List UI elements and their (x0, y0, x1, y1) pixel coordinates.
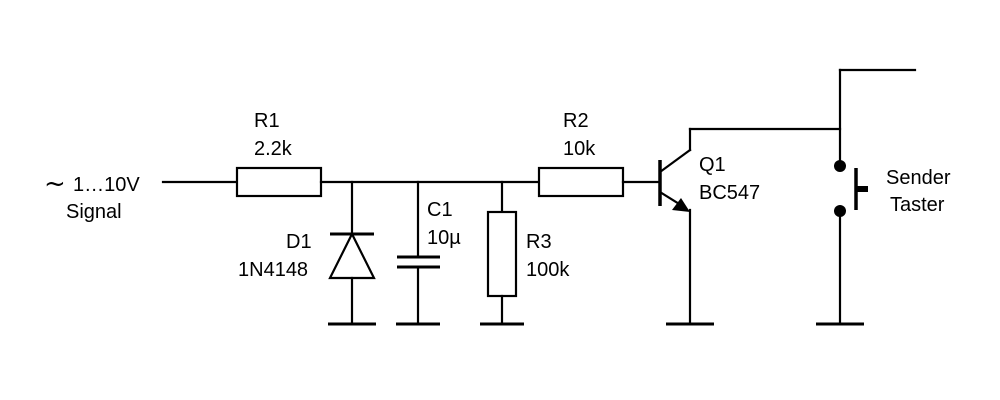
diode-d1 (328, 180, 376, 326)
r1-ref-label: R1 (254, 110, 280, 132)
r3-ref-label: R3 (526, 231, 552, 253)
transistor-q1 (658, 127, 692, 326)
q1-ref-label: Q1 (699, 154, 726, 176)
capacitor-c1 (397, 180, 440, 326)
resistor-r1 (235, 166, 323, 198)
c1-value-label: 10µ (427, 227, 461, 249)
q1-value-label: BC547 (699, 182, 760, 204)
switch-label-line1: Sender (886, 167, 951, 189)
d1-value-label: 1N4148 (238, 259, 308, 281)
resistor-r3 (486, 180, 518, 326)
r2-ref-label: R2 (563, 110, 589, 132)
input-signal-label: Signal (66, 201, 122, 223)
r1-value-label: 2.2k (254, 138, 293, 160)
push-button-switch (834, 160, 868, 217)
d1-ref-label: D1 (286, 231, 312, 253)
r2-value-label: 10k (563, 138, 596, 160)
switch-column-wire (838, 68, 917, 326)
input-voltage-range-label: 1…10V (73, 174, 140, 196)
r3-value-label: 100k (526, 259, 570, 281)
resistor-r2 (537, 166, 662, 198)
ac-source-symbol: ~ (44, 169, 66, 199)
c1-ref-label: C1 (427, 199, 453, 221)
switch-label-line2: Taster (890, 194, 945, 216)
